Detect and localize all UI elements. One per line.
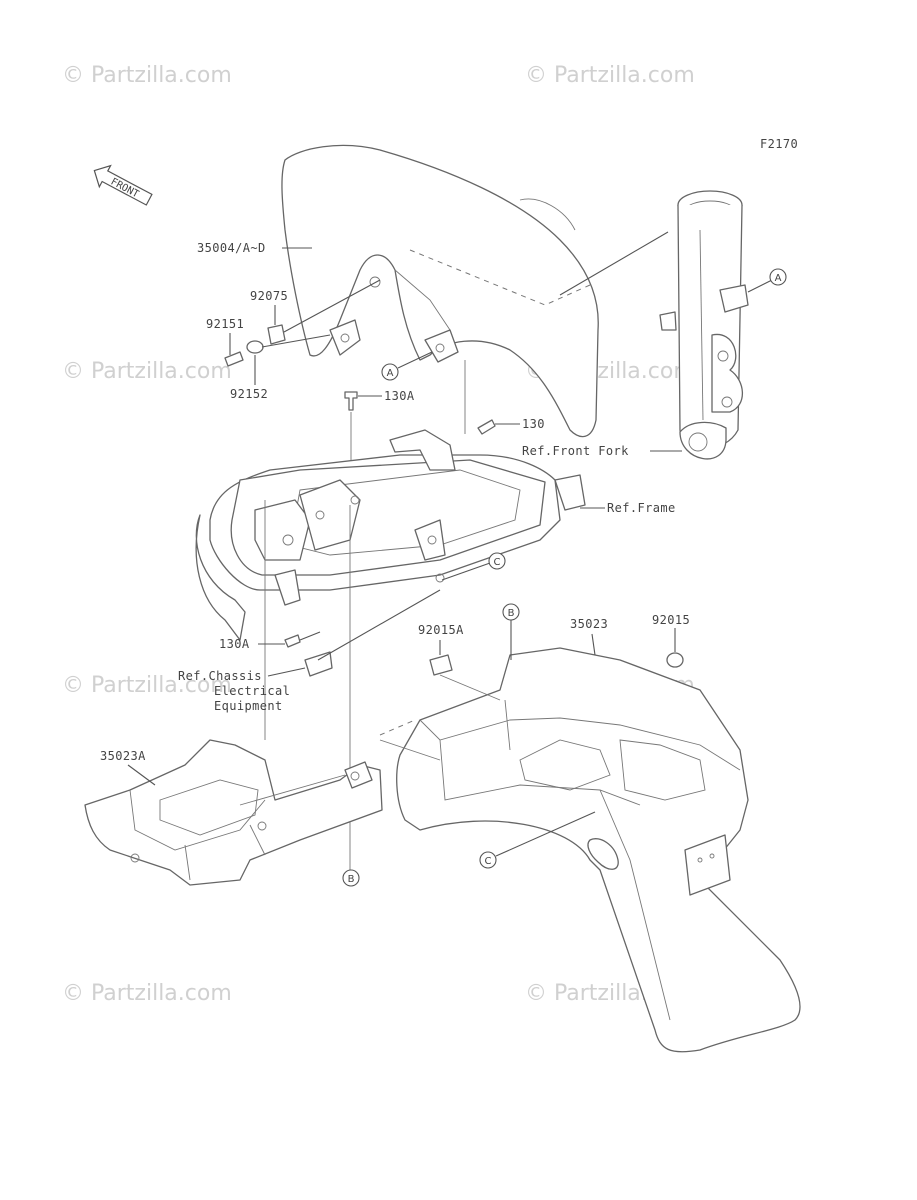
label-ref-chassis-electrical: Electrical (214, 684, 290, 698)
label-35004: 35004/A~D (197, 241, 266, 255)
callout-b-upper: B (502, 603, 520, 660)
callout-c-lower: C (479, 811, 596, 869)
watermark: © Partzilla.com (62, 63, 232, 88)
svg-text:A: A (387, 368, 394, 379)
label-130: 130 (522, 417, 545, 431)
label-ref-front-fork: Ref.Front Fork (522, 444, 629, 458)
callout-b-lower: B (342, 869, 360, 887)
watermark: © Partzilla.com (525, 63, 695, 88)
under-tray-35023a-drawing (84, 739, 383, 886)
label-35023a: 35023A (100, 749, 146, 763)
leader-35023a (127, 764, 156, 786)
leader-ref-chassis (267, 667, 306, 677)
svg-text:B: B (508, 608, 515, 619)
fender-hardware-drawing (224, 279, 381, 367)
label-92151: 92151 (206, 317, 244, 331)
svg-text:C: C (485, 856, 492, 867)
leader-35023 (591, 633, 596, 656)
label-130a-bottom: 130A (219, 637, 250, 651)
front-fork-drawing (659, 190, 749, 460)
bolt-130a-bottom-drawing (284, 589, 441, 677)
label-92152: 92152 (230, 387, 268, 401)
svg-text:C: C (494, 557, 501, 568)
label-130a-top: 130A (384, 389, 415, 403)
label-92075: 92075 (250, 289, 288, 303)
front-arrow-icon: FRONT (93, 164, 153, 206)
callout-a-fender: A (381, 351, 433, 381)
grommet-92015-drawing (666, 628, 684, 668)
svg-text:A: A (775, 273, 782, 284)
watermark: © Partzilla.com (62, 981, 232, 1006)
label-ref-chassis: Ref.Chassis (178, 669, 262, 683)
label-35023: 35023 (570, 617, 608, 631)
label-ref-chassis-equipment: Equipment (214, 699, 283, 713)
label-92015: 92015 (652, 613, 690, 627)
label-92015a: 92015A (418, 623, 464, 637)
nut-92015a-drawing (429, 640, 501, 701)
watermark: © Partzilla.com (62, 359, 232, 384)
callout-c-frame: C (441, 552, 506, 581)
callout-a-fork: A (747, 268, 787, 293)
label-ref-frame: Ref.Frame (607, 501, 676, 515)
svg-text:B: B (348, 874, 355, 885)
bolt-130-drawing (464, 360, 520, 435)
bolt-130a-top-drawing (344, 391, 382, 500)
diagram-code: F2170 (760, 137, 798, 151)
watermark: © Partzilla.com (62, 673, 232, 698)
frame-drawing (195, 429, 586, 870)
front-fender-drawing (281, 144, 669, 438)
rear-fender-35023-drawing (379, 647, 801, 1053)
